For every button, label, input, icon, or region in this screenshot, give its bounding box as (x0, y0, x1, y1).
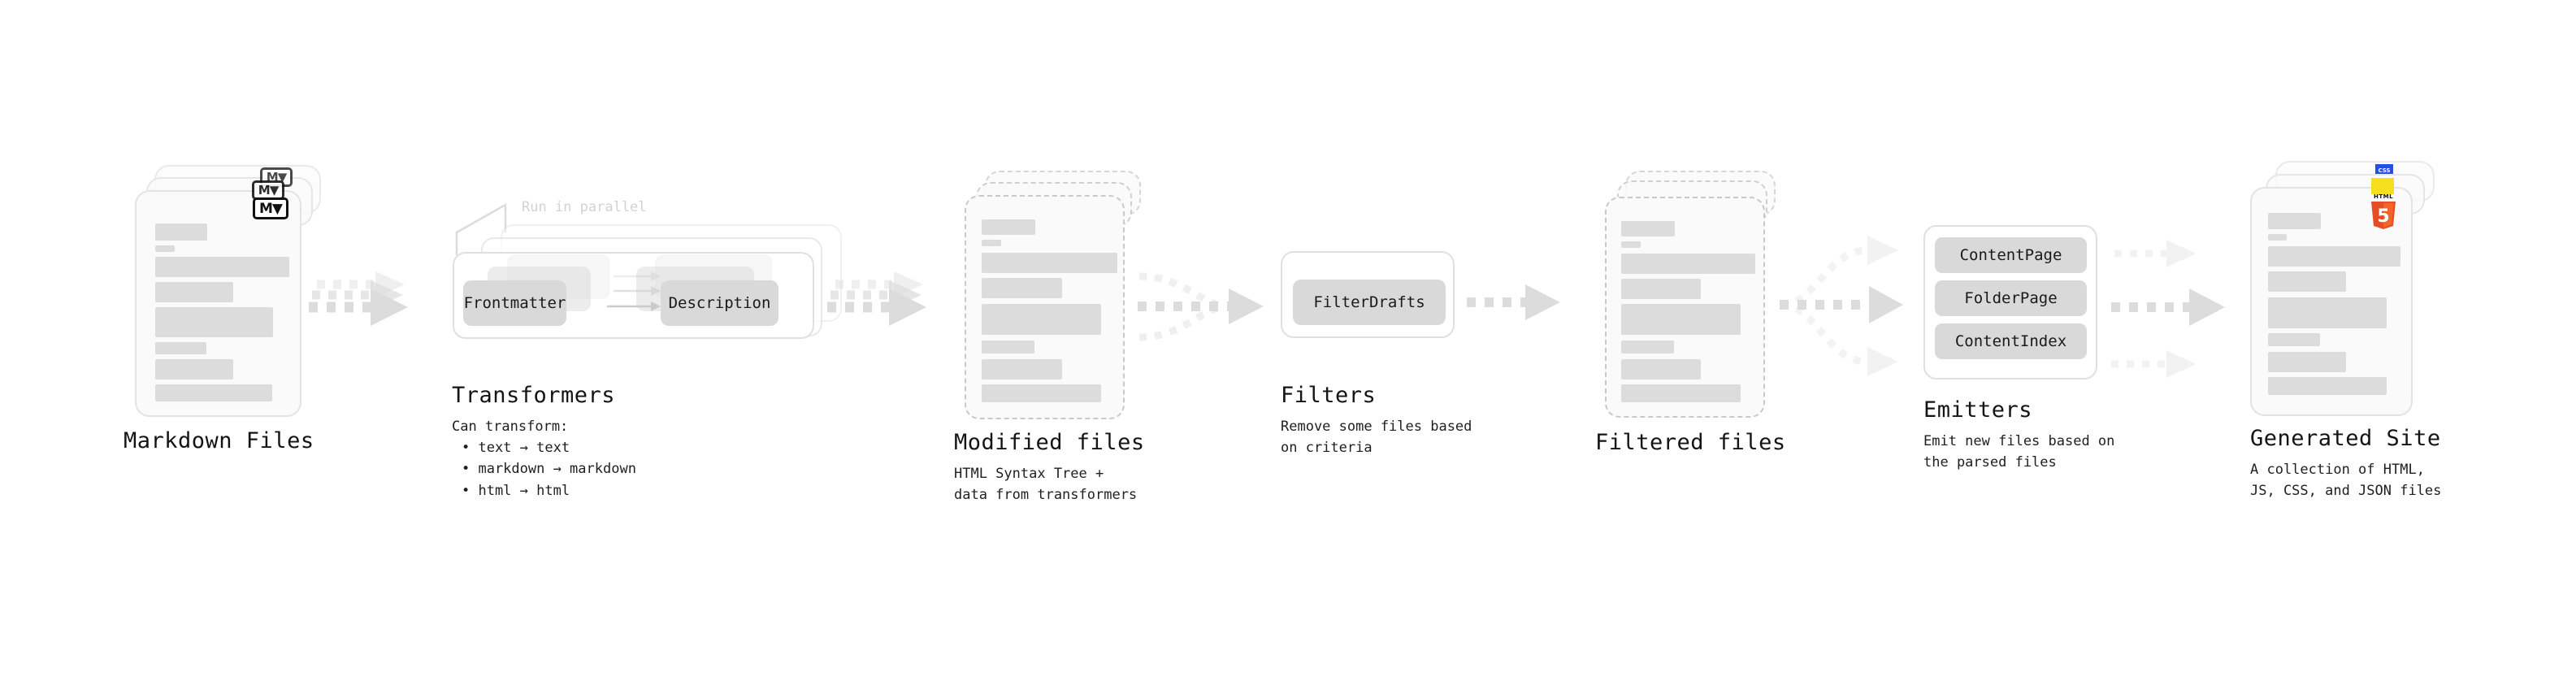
arrow-transformers-to-modified (827, 271, 926, 326)
transformers-caption: Can transform: (452, 419, 569, 435)
css-badge: CSS (2375, 164, 2393, 174)
html5-badge: HTML 5 (2367, 192, 2400, 232)
skeleton-bar (155, 245, 175, 252)
run-in-parallel-label: Run in parallel (522, 199, 647, 215)
skeleton-bar (982, 340, 1034, 354)
js-badge (2371, 178, 2394, 194)
skeleton-bar (2268, 271, 2346, 292)
svg-text:5: 5 (2377, 206, 2389, 227)
markdown-badge-front: M▼ (253, 197, 288, 219)
transformers-bullet-2: • html → html (462, 482, 570, 499)
emitters-chip-contentpage[interactable]: ContentPage (1935, 237, 2087, 273)
markdown-files-title: Markdown Files (124, 428, 314, 453)
skeleton-bar (1621, 221, 1675, 236)
transformers-bullets: • text → text • markdown → markdown • ht… (462, 437, 636, 501)
transformers-chip-description[interactable]: Description (661, 280, 778, 326)
skeleton-bar (982, 278, 1062, 298)
skeleton-bar (1621, 304, 1741, 335)
transformers-bullet-0: • text → text (462, 440, 570, 456)
arrow-filtered-to-emitters (1780, 236, 1903, 376)
filters-title: Filters (1281, 383, 1377, 408)
skeleton-bar (155, 384, 272, 401)
skeleton-bar (155, 223, 207, 241)
skeleton-bar (155, 257, 289, 277)
svg-text:HTML: HTML (2374, 193, 2393, 200)
skeleton-bar (2268, 333, 2320, 346)
skeleton-bar (155, 342, 206, 354)
skeleton-bar (1621, 384, 1741, 402)
transformers-title: Transformers (452, 383, 616, 408)
run-in-parallel-bracket (455, 202, 507, 255)
skeleton-bar (2268, 297, 2387, 328)
modified-files-title: Modified files (954, 430, 1145, 455)
filtered-files-title: Filtered files (1595, 430, 1786, 455)
skeleton-bar (2268, 213, 2321, 229)
transformers-chip-frontmatter[interactable]: Frontmatter (463, 280, 566, 326)
css-badge-label: CSS (2378, 167, 2391, 174)
emitters-title: Emitters (1923, 397, 2033, 423)
skeleton-bar (2268, 246, 2400, 267)
skeleton-bar (2268, 377, 2387, 395)
transformers-bullet-1: • markdown → markdown (462, 461, 636, 478)
skeleton-bar (155, 282, 233, 302)
skeleton-bar (982, 304, 1101, 335)
transformers-inner-arrows (607, 271, 661, 311)
arrow-emitters-to-site (2111, 240, 2225, 378)
skeleton-bar (1621, 254, 1755, 274)
generated-site-title: Generated Site (2250, 426, 2441, 451)
skeleton-bar (155, 307, 273, 337)
skeleton-bar (1621, 340, 1674, 354)
skeleton-bar (2268, 352, 2346, 372)
skeleton-bar (982, 240, 1001, 246)
emitters-chip-contentindex[interactable]: ContentIndex (1935, 323, 2087, 359)
filters-chip-filterdrafts[interactable]: FilterDrafts (1293, 280, 1446, 325)
skeleton-bar (982, 253, 1117, 273)
skeleton-bar (1621, 279, 1701, 299)
skeleton-bar (982, 359, 1062, 380)
skeleton-bar (982, 384, 1101, 402)
skeleton-bar (1621, 241, 1641, 248)
arrow-md-to-transformers (309, 271, 408, 326)
generated-site-caption: A collection of HTML, JS, CSS, and JSON … (2250, 462, 2442, 500)
modified-files-caption: HTML Syntax Tree + data from transformer… (954, 466, 1138, 504)
arrow-modified-to-filters (1138, 272, 1264, 341)
filters-caption: Remove some files based on criteria (1281, 419, 1472, 457)
skeleton-bar (982, 219, 1035, 235)
skeleton-bar (1621, 359, 1701, 380)
skeleton-bar (2268, 234, 2287, 241)
skeleton-bar (155, 359, 233, 380)
arrow-filters-to-filtered (1467, 284, 1560, 320)
emitters-chip-folderpage[interactable]: FolderPage (1935, 280, 2087, 316)
emitters-caption: Emit new files based on the parsed files (1923, 433, 2115, 471)
